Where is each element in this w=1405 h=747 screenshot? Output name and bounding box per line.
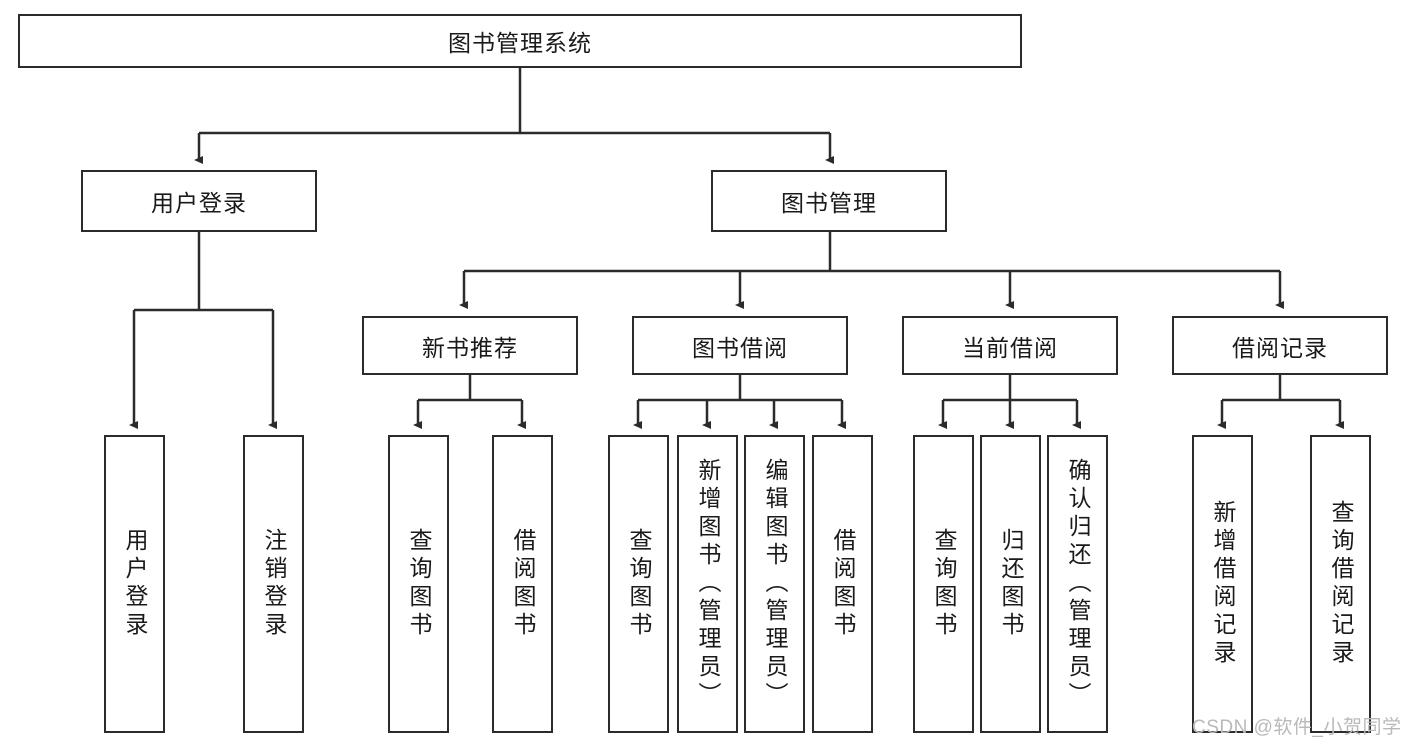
- node-borrow-record[interactable]: 借阅记录: [1172, 316, 1388, 375]
- node-leaf-borrow-book-1-label: 借阅图书: [510, 528, 536, 640]
- node-leaf-query-book-2-label: 查询图书: [626, 528, 652, 640]
- node-leaf-query-book-1[interactable]: 查询图书: [388, 435, 449, 733]
- csdn-watermark: CSDN @软件_小贺同学: [1192, 717, 1402, 738]
- node-leaf-query-book-1-label: 查询图书: [406, 528, 432, 640]
- node-leaf-add-book[interactable]: 新增图书（管理员）: [677, 435, 738, 733]
- node-leaf-query-record-label: 查询借阅记录: [1328, 500, 1354, 668]
- node-leaf-confirm-return-label: 确认归还（管理员）: [1065, 458, 1091, 710]
- node-leaf-add-book-label: 新增图书（管理员）: [695, 458, 721, 710]
- node-leaf-return-book-label: 归还图书: [998, 528, 1024, 640]
- node-book-manage-label: 图书管理: [781, 190, 877, 216]
- node-current-borrow-label: 当前借阅: [962, 334, 1058, 361]
- node-leaf-logout[interactable]: 注销登录: [243, 435, 304, 733]
- node-new-book-rec-label: 新书推荐: [422, 334, 518, 361]
- node-leaf-query-book-2[interactable]: 查询图书: [608, 435, 669, 733]
- node-leaf-edit-book[interactable]: 编辑图书（管理员）: [744, 435, 805, 733]
- node-root-label: 图书管理系统: [448, 30, 592, 56]
- node-leaf-user-login[interactable]: 用户登录: [104, 435, 165, 733]
- node-leaf-borrow-book-1[interactable]: 借阅图书: [492, 435, 553, 733]
- node-book-borrow-label: 图书借阅: [692, 334, 788, 361]
- node-user-login[interactable]: 用户登录: [81, 170, 317, 232]
- node-borrow-record-label: 借阅记录: [1232, 334, 1328, 361]
- node-leaf-confirm-return[interactable]: 确认归还（管理员）: [1047, 435, 1108, 733]
- node-leaf-add-record[interactable]: 新增借阅记录: [1192, 435, 1253, 733]
- node-leaf-logout-label: 注销登录: [261, 528, 287, 640]
- node-leaf-return-book[interactable]: 归还图书: [980, 435, 1041, 733]
- node-leaf-query-record[interactable]: 查询借阅记录: [1310, 435, 1371, 733]
- node-leaf-query-book-3-label: 查询图书: [931, 528, 957, 640]
- node-leaf-query-book-3[interactable]: 查询图书: [913, 435, 974, 733]
- node-new-book-rec[interactable]: 新书推荐: [362, 316, 578, 375]
- node-leaf-add-record-label: 新增借阅记录: [1210, 500, 1236, 668]
- node-leaf-edit-book-label: 编辑图书（管理员）: [762, 458, 788, 710]
- node-book-manage[interactable]: 图书管理: [711, 170, 947, 232]
- node-leaf-user-login-label: 用户登录: [122, 528, 148, 640]
- node-leaf-borrow-book-2-label: 借阅图书: [830, 528, 856, 640]
- node-root[interactable]: 图书管理系统: [18, 14, 1022, 68]
- node-book-borrow[interactable]: 图书借阅: [632, 316, 848, 375]
- node-user-login-label: 用户登录: [151, 190, 247, 216]
- node-current-borrow[interactable]: 当前借阅: [902, 316, 1118, 375]
- node-leaf-borrow-book-2[interactable]: 借阅图书: [812, 435, 873, 733]
